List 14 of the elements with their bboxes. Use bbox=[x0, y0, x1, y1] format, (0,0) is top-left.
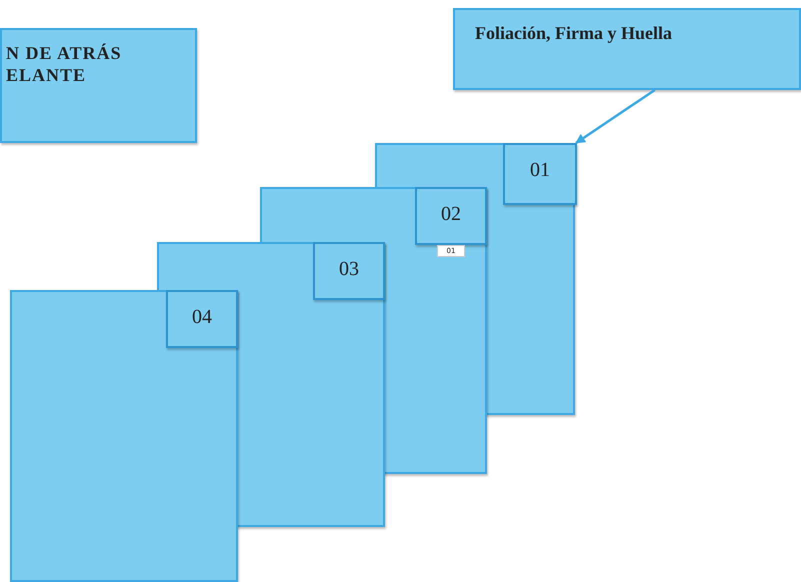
page-number-box bbox=[503, 143, 577, 205]
page-number-tag bbox=[437, 245, 465, 257]
heading-box bbox=[0, 28, 197, 143]
page-number-box bbox=[166, 290, 238, 348]
arrow bbox=[575, 88, 656, 144]
page-number: 03 bbox=[338, 258, 360, 281]
page-number-box bbox=[415, 187, 487, 245]
heading-text: Foliación, Firma y Huella bbox=[475, 22, 673, 44]
heading-box bbox=[453, 8, 801, 90]
page-number: 01 bbox=[529, 159, 551, 182]
page-number: 04 bbox=[191, 306, 213, 329]
page-number-box bbox=[313, 242, 385, 300]
page-number: 02 bbox=[440, 203, 462, 226]
heading-text: N DE ATRÁS ELANTE bbox=[6, 42, 123, 86]
